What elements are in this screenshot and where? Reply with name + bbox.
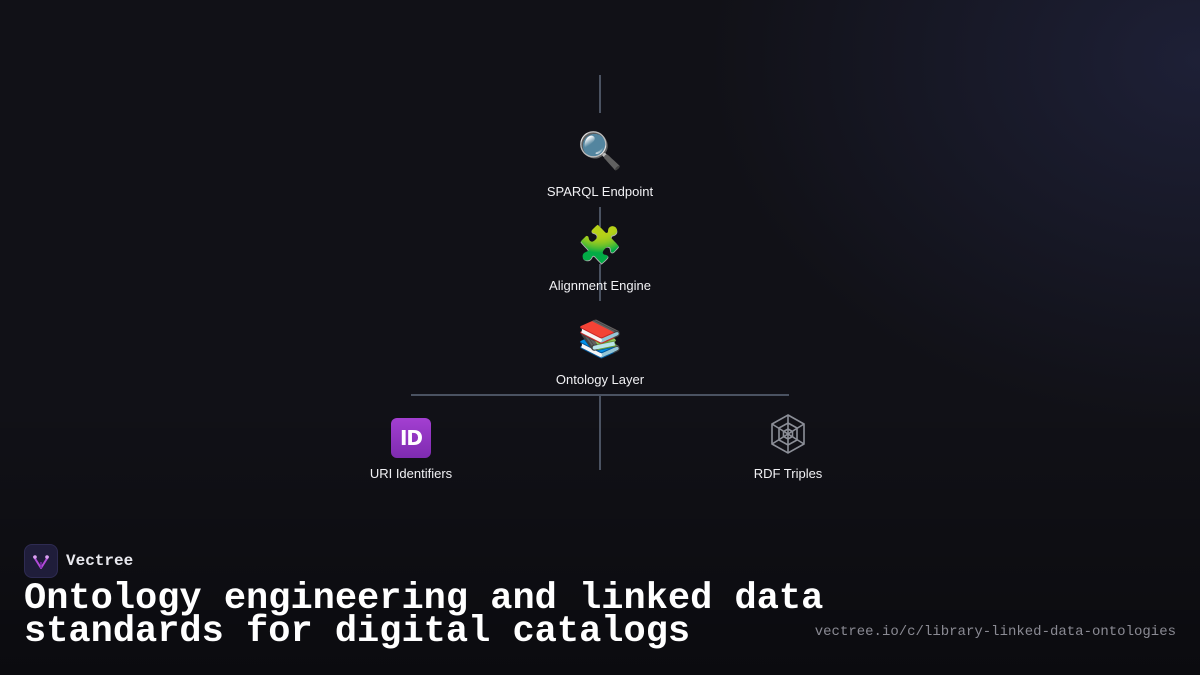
vectree-logo-icon	[24, 544, 58, 578]
connector-center-down	[599, 396, 601, 470]
node-label: SPARQL Endpoint	[546, 184, 654, 199]
magnifying-glass-icon: 🔍	[577, 131, 623, 172]
node-label: RDF Triples	[753, 466, 823, 481]
connector-alignment-ontology	[599, 264, 601, 301]
node-label: URI Identifiers	[369, 466, 453, 481]
node-label: Alignment Engine	[549, 278, 651, 293]
node-alignment-engine: 🧩 Alignment Engine	[520, 224, 680, 293]
id-badge-icon: ID	[391, 418, 431, 458]
brand: Vectree	[24, 544, 133, 578]
page-title: Ontology engineering and linked data sta…	[24, 578, 824, 653]
puzzle-piece-icon: 🧩	[577, 225, 623, 266]
connector-top	[599, 75, 601, 113]
node-uri-identifiers: ID URI Identifiers	[331, 412, 491, 481]
connector-sparql-alignment	[599, 207, 601, 227]
connector-horizontal	[411, 394, 789, 396]
books-icon: 📚	[577, 319, 623, 360]
node-ontology-layer: 📚 Ontology Layer	[520, 318, 680, 387]
brand-name: Vectree	[66, 552, 134, 570]
spider-web-icon	[708, 412, 868, 456]
node-label: Ontology Layer	[555, 372, 645, 387]
node-rdf-triples: RDF Triples	[708, 412, 868, 481]
source-url: vectree.io/c/library-linked-data-ontolog…	[814, 624, 1176, 640]
node-sparql-endpoint: 🔍 SPARQL Endpoint	[520, 130, 680, 199]
